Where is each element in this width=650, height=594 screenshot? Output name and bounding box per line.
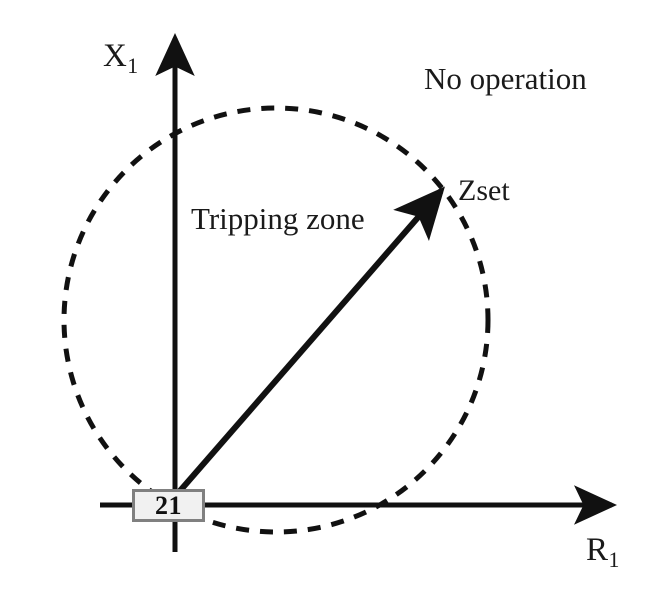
zset-vector-line <box>169 186 445 502</box>
x1-axis-label: X1 <box>103 38 138 77</box>
no-operation-region-label: No operation <box>424 61 587 96</box>
zset-vector-label: Zset <box>458 174 510 207</box>
tripping-zone-region-label: Tripping zone <box>191 201 365 236</box>
r1-axis-label: R1 <box>586 532 619 571</box>
relay-device-box-21: 21 <box>132 489 205 522</box>
mho-characteristic-circle <box>61 105 491 535</box>
relay-device-box-label: 21 <box>155 490 182 520</box>
r1-axis-label-main: R <box>586 532 609 568</box>
x1-axis-label-main: X <box>103 38 127 74</box>
x1-axis-label-subscript: 1 <box>127 53 139 78</box>
r1-axis-label-subscript: 1 <box>608 547 620 572</box>
